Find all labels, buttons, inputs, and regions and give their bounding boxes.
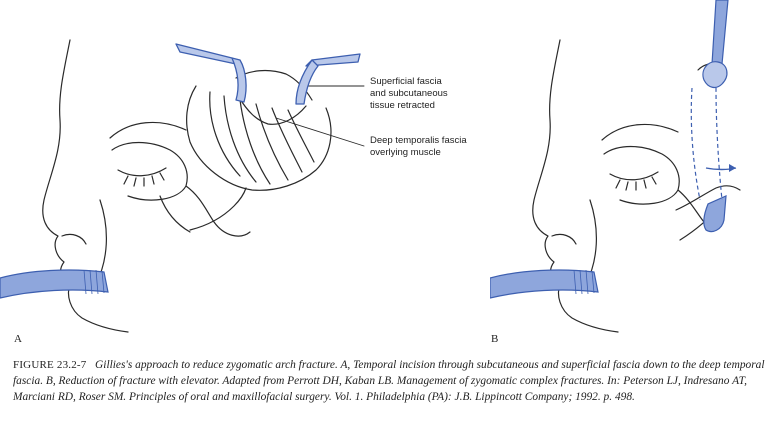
callout-line: Deep temporalis fascia — [370, 135, 467, 146]
tube-a — [0, 269, 109, 299]
callout-line: Superficial fascia — [370, 76, 442, 87]
figure-caption: FIGURE 23.2-7 Gillies's approach to redu… — [13, 357, 765, 405]
face-profile — [532, 39, 619, 333]
callout-line: and subcutaneous — [370, 88, 448, 99]
figure-caption-text: Gillies's approach to reduce zygomatic a… — [13, 359, 765, 403]
leader-line-2 — [275, 117, 365, 147]
nostril — [551, 233, 577, 245]
face-profile — [42, 39, 129, 333]
callout-line: tissue retracted — [370, 100, 435, 111]
closed-eye — [117, 167, 167, 177]
panel-a: A — [0, 39, 365, 345]
closed-eye — [609, 171, 659, 181]
panel-letter-a: A — [14, 333, 22, 345]
callout-superficial-fascia: Superficial fascia and subcutaneous tiss… — [370, 76, 448, 112]
nostril — [61, 233, 87, 245]
tube-b — [490, 269, 599, 299]
temporalis-fascia — [186, 85, 332, 191]
figure-label: FIGURE 23.2-7 — [13, 359, 87, 371]
gillies-elevator — [690, 0, 737, 233]
illustration-b — [490, 0, 741, 333]
panel-b: B — [490, 0, 777, 350]
callout-line: overlying muscle — [370, 147, 441, 158]
panel-letter-b: B — [491, 333, 499, 345]
retractors — [175, 43, 361, 105]
illustration-a — [0, 39, 365, 333]
callout-deep-temporalis-fascia: Deep temporalis fascia overlying muscle — [370, 135, 467, 159]
